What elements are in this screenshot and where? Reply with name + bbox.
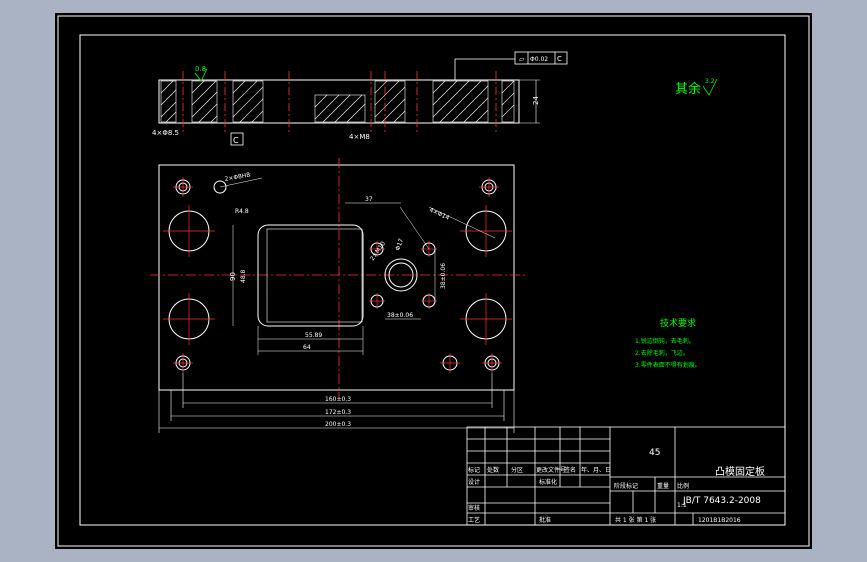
inner-frame (79, 34, 786, 526)
dim-200: 200±0.3 (325, 421, 351, 428)
tb-standardization: 标准化 (539, 478, 557, 486)
dim-160: 160±0.3 (325, 396, 351, 403)
roughness-top-label: 0.8 (195, 65, 206, 73)
flatness-datum: C (557, 55, 562, 63)
center-dim-h: 38±0.06 (387, 312, 413, 319)
inner-w-dim: 55.89 (305, 332, 322, 339)
hole-dim-top: 37 (365, 196, 373, 203)
plan-view: 90 48.8 55.89 64 37 R4.8 2×Φ8H8 4×Φ14 2×… (150, 158, 525, 433)
roughness-rest-value: 3.2 (705, 78, 715, 85)
inner-w2-dim: 64 (303, 344, 311, 351)
roughness-rest-label: 其余 (675, 81, 701, 97)
tb-col-mark: 标记 (468, 466, 480, 474)
tb-col-date: 年、月、日 (581, 466, 611, 474)
drawing-canvas: 0.8 4×Φ8.5 4×M8 C ⏥ Φ0.02 C 24 其余 3.2 (57, 15, 810, 547)
title-block-text: 标记 处数 分区 更改文件号 签名 年、月、日 设计 标准化 审核 工艺 批准 … (468, 466, 741, 524)
tech-title: 技术要求 (660, 317, 696, 329)
tb-code: 1201B1B2016 (698, 517, 741, 524)
hole-top-left-label: 2×Φ8H8 (224, 172, 251, 183)
holes-mid-label: 4×M8 (349, 133, 370, 141)
tb-material: 45 (649, 448, 660, 458)
datum-c-label: C (233, 136, 239, 145)
tb-scale: 1:1 (677, 502, 687, 509)
tb-ratio: 比例 (677, 482, 689, 490)
tb-part-name: 凸模固定板 (715, 465, 765, 478)
outer-border (57, 15, 810, 547)
tb-process: 工艺 (468, 516, 480, 524)
corner-r: R4.8 (235, 208, 249, 215)
height-dim: 24 (532, 96, 540, 105)
tb-col-doc: 更改文件号 (536, 466, 566, 474)
tb-stage-mark: 阶段标记 (614, 482, 638, 490)
vert-dim: 90 (229, 272, 237, 281)
tb-check: 审核 (468, 504, 480, 512)
title-block (466, 426, 786, 526)
tech-item-1: 1.锐边倒钝，去毛刺。 (635, 337, 695, 345)
tb-sheet: 共 1 张 第 1 张 (615, 516, 656, 524)
dim-172: 172±0.3 (325, 409, 351, 416)
tb-standard: JB/T 7643.2-2008 (682, 496, 761, 506)
tech-item-3: 3.零件表面不得有划痕。 (635, 361, 701, 369)
cad-viewport[interactable]: 0.8 4×Φ8.5 4×M8 C ⏥ Φ0.02 C 24 其余 3.2 (55, 13, 812, 549)
tb-col-qty: 处数 (487, 466, 499, 474)
slot-label: Φ17 (394, 238, 405, 252)
hole-right-top-label: 4×Φ14 (428, 206, 450, 221)
inner-h-dim: 48.8 (240, 269, 247, 283)
tech-requirements: 技术要求 1.锐边倒钝，去毛刺。 2.去除毛刺，飞边。 3.零件表面不得有划痕。 (635, 317, 701, 369)
section-view: 0.8 4×Φ8.5 4×M8 C ⏥ Φ0.02 C 24 (152, 51, 568, 146)
center-dim-v: 38±0.06 (440, 263, 447, 289)
tb-col-sign: 签名 (564, 466, 576, 474)
tb-design: 设计 (468, 478, 480, 486)
flatness-symbol: ⏥ (519, 55, 525, 63)
tb-approve: 批准 (539, 516, 551, 524)
tech-item-2: 2.去除毛刺，飞边。 (635, 349, 689, 357)
tb-weight: 重量 (657, 482, 669, 490)
tb-col-zone: 分区 (511, 466, 523, 474)
holes-left-label: 4×Φ8.5 (152, 129, 179, 137)
flatness-tol: Φ0.02 (530, 56, 548, 63)
